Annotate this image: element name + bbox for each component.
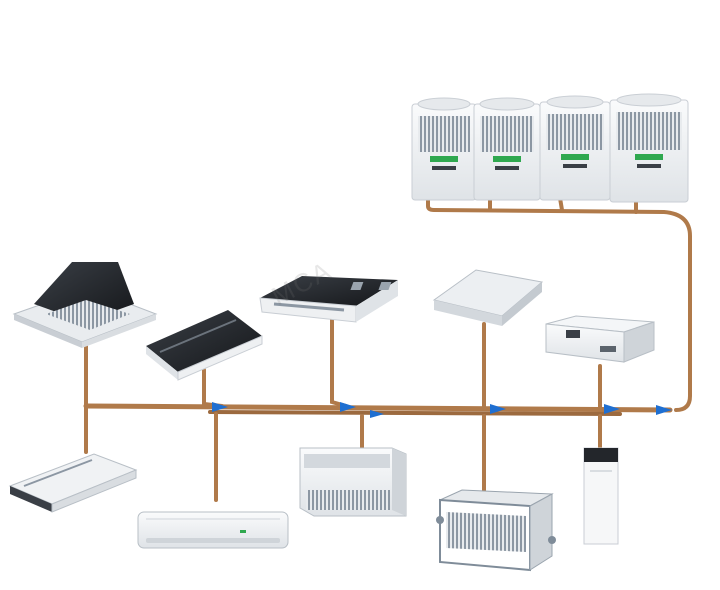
outdoor-unit-icon bbox=[473, 97, 541, 201]
ceiling-cassette-icon bbox=[12, 262, 158, 348]
floor-standing-icon bbox=[299, 447, 407, 517]
outdoor-unit-icon bbox=[609, 93, 689, 203]
tall-cabinet-icon bbox=[583, 447, 619, 545]
mini-duct-icon bbox=[350, 269, 544, 326]
one-way-cassette-icon bbox=[259, 276, 398, 323]
pipe-secondary-trunk bbox=[208, 410, 622, 416]
concealed-duct-icon bbox=[545, 315, 655, 363]
outdoor-units bbox=[411, 93, 689, 203]
outdoor-unit-icon bbox=[539, 95, 611, 201]
indoor-units-upper bbox=[12, 262, 655, 381]
pipe-outdoor-header bbox=[426, 194, 692, 412]
indoor-units-lower bbox=[8, 447, 619, 572]
branch-joint-icon bbox=[604, 404, 620, 414]
branch-joint-icon bbox=[490, 404, 506, 414]
branch-joint-icon bbox=[340, 402, 356, 412]
slim-cassette-icon bbox=[146, 310, 263, 381]
refrigerant-piping bbox=[83, 194, 692, 502]
pipe-branch-3 bbox=[330, 316, 348, 408]
branch-joints bbox=[212, 402, 672, 418]
ceiling-floor-icon bbox=[8, 453, 138, 513]
outdoor-unit-icon bbox=[411, 97, 477, 201]
branch-joint-icon bbox=[370, 410, 384, 418]
pipe-branch-2 bbox=[202, 368, 224, 408]
branch-joint-icon bbox=[212, 402, 228, 412]
branch-joint-icon bbox=[656, 405, 672, 415]
floor-concealed-icon bbox=[436, 489, 556, 572]
pipe-main-trunk bbox=[83, 403, 673, 413]
wall-mounted-icon bbox=[137, 511, 289, 549]
